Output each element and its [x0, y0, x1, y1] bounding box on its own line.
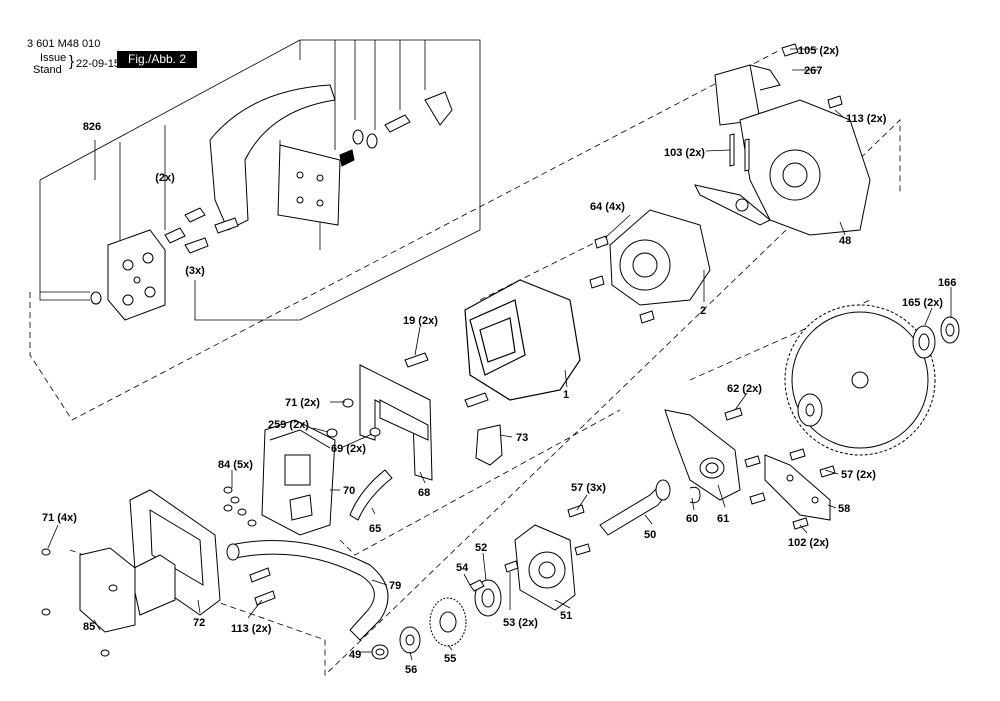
part-bearings-gear	[371, 579, 502, 660]
callout-84: 84 (5x)	[218, 459, 253, 471]
callout-1: 1	[563, 389, 569, 401]
callout-55: 55	[444, 653, 456, 665]
callout-62: 62 (2x)	[727, 383, 762, 395]
callout-49: 49	[349, 649, 361, 661]
part-19-screws	[404, 352, 489, 408]
callout-48: 48	[839, 235, 851, 247]
callout-3x-a: (3x)	[185, 265, 205, 277]
callout-50: 50	[644, 529, 656, 541]
callout-69: 69 (2x)	[331, 443, 366, 455]
callout-166: 166	[938, 277, 956, 289]
part-73-clip	[475, 424, 503, 466]
part-65-strip	[349, 469, 393, 521]
callout-73: 73	[516, 432, 528, 444]
callout-64: 64 (4x)	[590, 201, 625, 213]
part-washers-top	[90, 91, 453, 305]
brace: }	[69, 53, 75, 70]
part-826-plate	[107, 229, 166, 321]
doc-number: 3 601 M48 010	[27, 38, 101, 50]
callout-57b: 57 (2x)	[841, 469, 876, 481]
callout-71a: 71 (2x)	[285, 397, 320, 409]
part-1-motor-housing	[464, 279, 581, 401]
callout-2: 2	[700, 305, 706, 317]
part-arc-scale	[209, 84, 341, 231]
callout-51: 51	[560, 610, 572, 622]
part-48-housing	[694, 43, 871, 236]
callout-105: 105 (2x)	[798, 45, 839, 57]
callout-60: 60	[686, 513, 698, 525]
part-68-bracket	[359, 364, 433, 481]
figure-label: Fig./Abb. 2	[117, 51, 197, 68]
part-62-screw	[724, 407, 743, 421]
part-79-hose	[226, 540, 389, 641]
part-70-pcb	[261, 419, 336, 536]
callout-65: 65	[369, 523, 381, 535]
callout-826: 826	[83, 121, 101, 133]
callout-leaders	[47, 48, 952, 661]
callout-113b: 113 (2x)	[231, 623, 272, 635]
part-61-guard	[664, 409, 741, 501]
callout-103: 103 (2x)	[664, 147, 705, 159]
callout-72: 72	[193, 617, 205, 629]
part-50-shaft	[599, 479, 701, 536]
leader-826-group	[39, 39, 481, 321]
callout-2x-a: (2x)	[155, 172, 175, 184]
callout-61: 61	[717, 513, 729, 525]
part-small-screws	[223, 398, 381, 527]
stand-label: Stand	[33, 64, 62, 76]
callout-57a: 57 (3x)	[571, 482, 606, 494]
callout-58: 58	[838, 503, 850, 515]
part-85-cover	[79, 547, 136, 633]
callout-68: 68	[418, 487, 430, 499]
callout-19: 19 (2x)	[403, 315, 438, 327]
part-2-stator	[589, 209, 711, 324]
callout-52: 52	[475, 542, 487, 554]
callout-71b: 71 (4x)	[42, 512, 77, 524]
part-58-plate	[744, 448, 836, 530]
callout-79: 79	[389, 580, 401, 592]
issue-date: 22-09-15	[76, 58, 121, 70]
callout-113a: 113 (2x)	[846, 113, 887, 125]
callout-165: 165 (2x)	[902, 297, 943, 309]
part-72-housing	[129, 489, 221, 616]
callout-85: 85	[83, 621, 95, 633]
callout-70: 70	[343, 485, 355, 497]
part-screws-bottom	[41, 548, 276, 657]
callout-259: 259 (2x)	[268, 419, 309, 431]
callout-54: 54	[456, 562, 469, 574]
callout-102: 102 (2x)	[788, 537, 829, 549]
issue-label: Issue	[40, 52, 67, 64]
part-blade	[784, 304, 960, 456]
callout-56: 56	[405, 664, 417, 676]
callout-53: 53 (2x)	[503, 617, 538, 629]
part-51-housing	[504, 504, 591, 611]
callout-267: 267	[804, 65, 822, 77]
